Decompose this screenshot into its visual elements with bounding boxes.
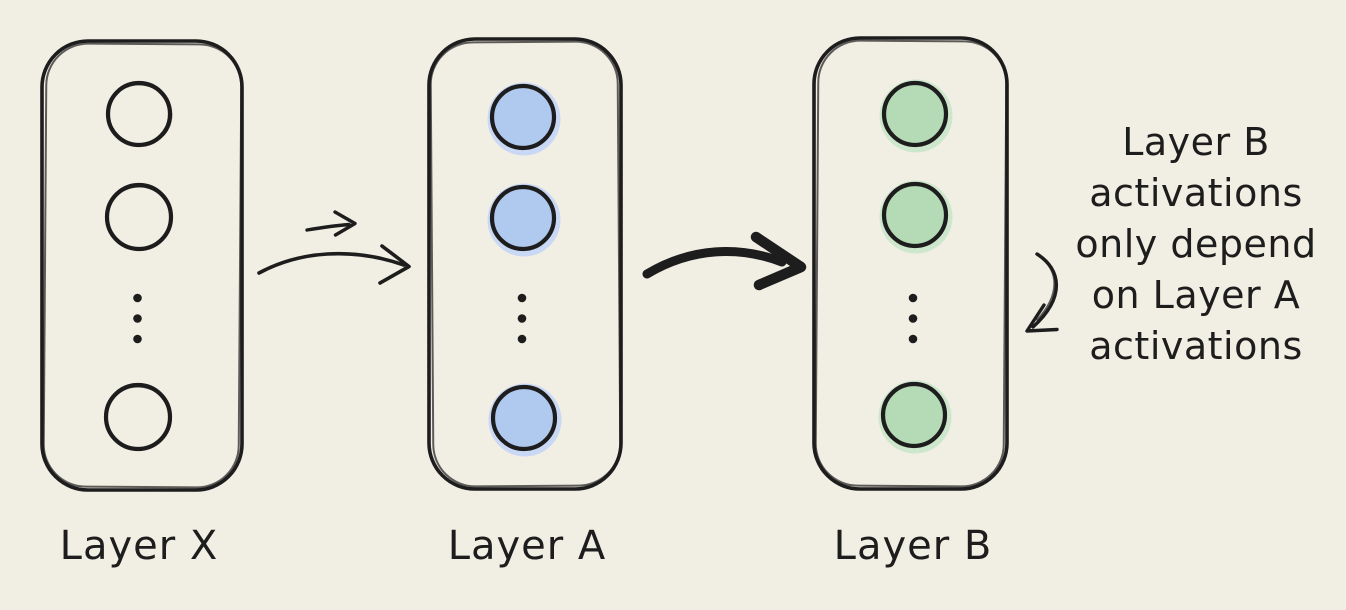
annotation-text: Layer B activations only depend on Layer… bbox=[1075, 117, 1316, 372]
small-arrow-icon bbox=[305, 210, 357, 237]
layer-b-nodes bbox=[878, 79, 953, 454]
layer-b-label: Layer B bbox=[833, 523, 993, 569]
arrow-x-to-a-icon bbox=[257, 244, 411, 285]
annotation-line-2: activations bbox=[1089, 171, 1303, 215]
layer-x-label: Layer X bbox=[59, 523, 219, 569]
layer-a-nodes bbox=[487, 82, 562, 457]
layer-a-ellipsis-dots bbox=[517, 293, 527, 344]
feedback-arrow-icon bbox=[1025, 252, 1059, 333]
layer-x-nodes bbox=[103, 80, 174, 452]
annotation-line-5: activations bbox=[1089, 324, 1303, 368]
annotation-line-3: only depend bbox=[1075, 222, 1317, 266]
annotation-line-1: Layer B bbox=[1122, 120, 1270, 164]
annotation-line-4: on Layer A bbox=[1091, 273, 1301, 317]
layer-a-label: Layer A bbox=[447, 523, 607, 569]
layer-x-box bbox=[40, 39, 244, 492]
arrow-a-to-b-icon bbox=[642, 231, 807, 291]
layer-b-ellipsis-dots bbox=[908, 293, 918, 344]
layer-x-ellipsis-dots bbox=[133, 293, 142, 344]
layer-a-box bbox=[427, 37, 623, 491]
layer-b-box bbox=[812, 36, 1009, 491]
